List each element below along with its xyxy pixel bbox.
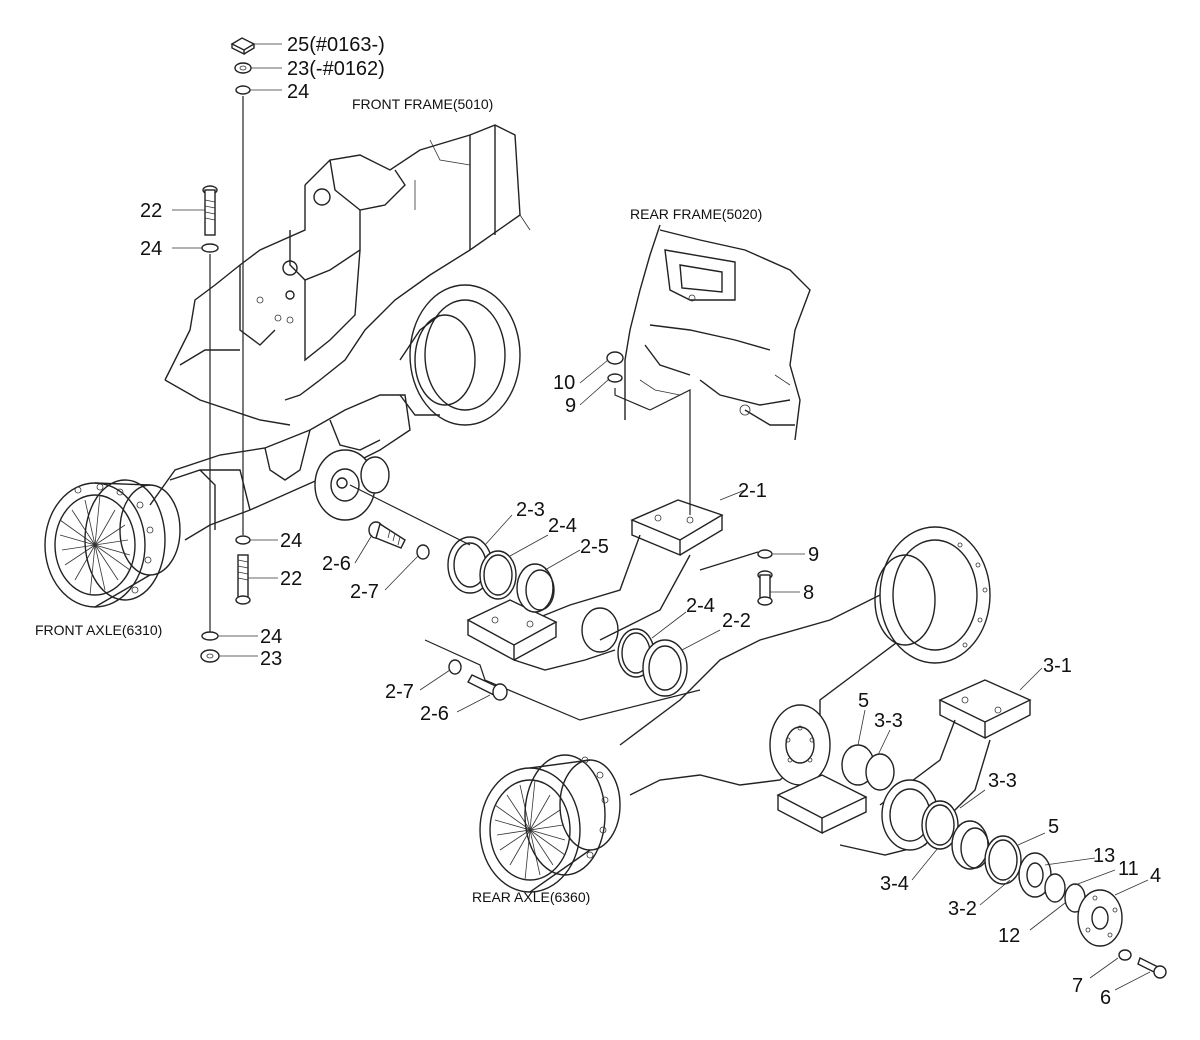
- part-label-2-5: 2-5: [580, 536, 609, 558]
- part-label-2-4-top: 2-4: [548, 515, 577, 537]
- part-label-23-bottom: 23: [260, 648, 282, 670]
- part-label-8: 8: [803, 582, 814, 604]
- part-label-2-7-top: 2-7: [350, 581, 379, 603]
- part-label-22-lower: 22: [280, 568, 302, 590]
- part-label-2-4-low: 2-4: [686, 595, 715, 617]
- part-label-5-top: 5: [858, 690, 869, 712]
- part-label-25: 25(#0163-): [287, 34, 385, 56]
- part-label-9-right: 9: [808, 544, 819, 566]
- part-label-10: 10: [553, 372, 575, 394]
- part-label-22-upper: 22: [140, 200, 162, 222]
- front-frame: [164, 124, 531, 426]
- part-label-2-1: 2-1: [738, 480, 767, 502]
- part-label-3-4: 3-4: [880, 873, 909, 895]
- part-label-4: 4: [1150, 865, 1161, 887]
- part-label-13: 13: [1093, 845, 1115, 867]
- part-label-24-mid: 24: [280, 530, 302, 552]
- part-label-23-top: 23(-#0162): [287, 58, 385, 80]
- front-axle-label: FRONT AXLE(6310): [35, 622, 162, 638]
- part-label-12: 12: [998, 925, 1020, 947]
- leader-lines: [172, 43, 1151, 991]
- part-label-24-top: 24: [287, 81, 309, 103]
- front-frame-label: FRONT FRAME(5010): [352, 96, 493, 112]
- part-label-3-3-top: 3-3: [874, 710, 903, 732]
- part-label-2-6-low: 2-6: [420, 703, 449, 725]
- part-label-7: 7: [1072, 975, 1083, 997]
- part-label-3-1: 3-1: [1043, 655, 1072, 677]
- part-label-2-2: 2-2: [722, 610, 751, 632]
- front-axle: [44, 284, 521, 608]
- part-label-11: 11: [1118, 858, 1139, 880]
- rear-frame-label: REAR FRAME(5020): [630, 206, 762, 222]
- part-label-6: 6: [1100, 987, 1111, 1009]
- part-label-3-2: 3-2: [948, 898, 977, 920]
- rear-frame: [624, 224, 811, 441]
- part-label-2-7-low: 2-7: [385, 681, 414, 703]
- part-label-9-left: 9: [565, 395, 576, 417]
- rear-axle-label: REAR AXLE(6360): [472, 889, 590, 905]
- hardware: [200, 37, 1167, 979]
- mount-bracket-2-1: [466, 499, 724, 671]
- part-label-5-mid: 5: [1048, 816, 1059, 838]
- part-label-2-3: 2-3: [516, 499, 545, 521]
- part-label-24-lower: 24: [260, 626, 282, 648]
- part-label-3-3-mid: 3-3: [988, 770, 1017, 792]
- rear-axle: [479, 526, 991, 893]
- part-label-24-upper: 24: [140, 238, 162, 260]
- part-label-2-6-top: 2-6: [322, 553, 351, 575]
